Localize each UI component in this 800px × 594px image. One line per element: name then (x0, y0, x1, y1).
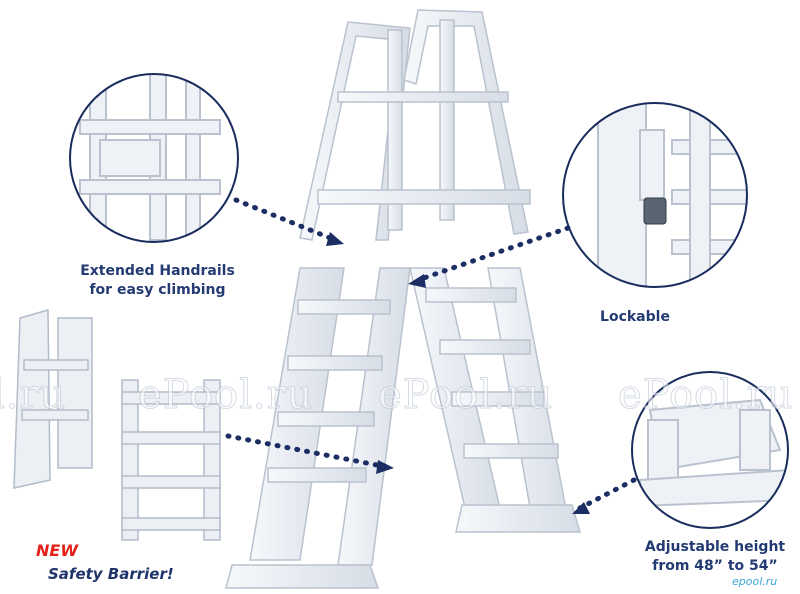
watermark-4: ePool.ru (618, 372, 794, 419)
height-label: Adjustable height from 48” to 54” (640, 538, 790, 576)
height-label-line-1: Adjustable height (644, 539, 786, 555)
barrier-panel-image (121, 379, 221, 541)
watermark-2: ePool.ru (138, 372, 314, 419)
height-callout (631, 371, 789, 529)
new-badge: NEW (36, 541, 78, 560)
folded-barrier-image (13, 309, 93, 489)
safety-barrier-label: Safety Barrier! (48, 565, 174, 583)
lockable-callout (562, 102, 748, 288)
padlock-icon (643, 197, 667, 225)
leader-lines (225, 197, 637, 514)
handrails-label-line-1: Extended Handrails (80, 263, 235, 279)
lockable-label: Lockable (600, 309, 670, 325)
handrails-label-line-2: for easy climbing (89, 282, 226, 298)
handrails-label: Extended Handrails for easy climbing (70, 262, 245, 300)
height-label-line-2: from 48” to 54” (652, 558, 778, 574)
watermark-1: l.ru (0, 372, 67, 419)
handrails-callout (69, 73, 239, 243)
a-frame-ladder (225, 9, 582, 589)
watermark-3: ePool.ru (378, 372, 554, 419)
site-logo: epool.ru (732, 575, 778, 588)
